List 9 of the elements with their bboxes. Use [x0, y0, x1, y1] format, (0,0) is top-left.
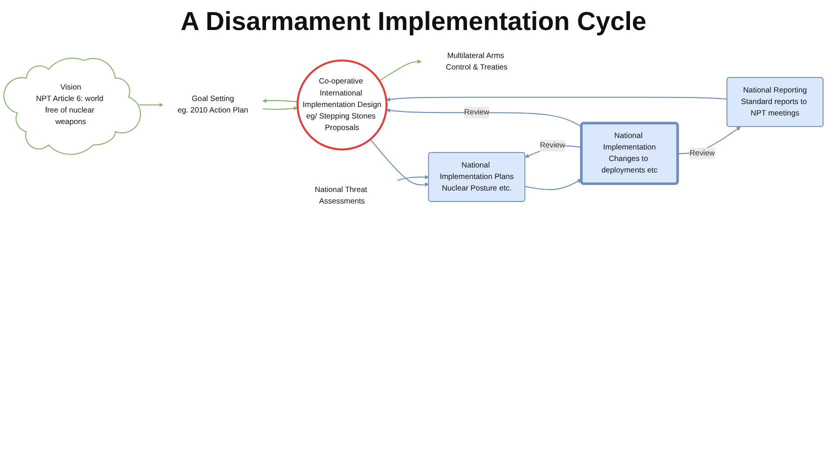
arrow [396, 175, 430, 181]
arrow [138, 102, 164, 108]
arrow [524, 179, 582, 190]
arrow [378, 60, 422, 82]
arrow [262, 106, 298, 110]
diagram-title: A Disarmament Implementation Cycle [180, 6, 648, 37]
arrow [262, 98, 298, 103]
arrow [370, 138, 430, 187]
arrow [386, 96, 728, 102]
